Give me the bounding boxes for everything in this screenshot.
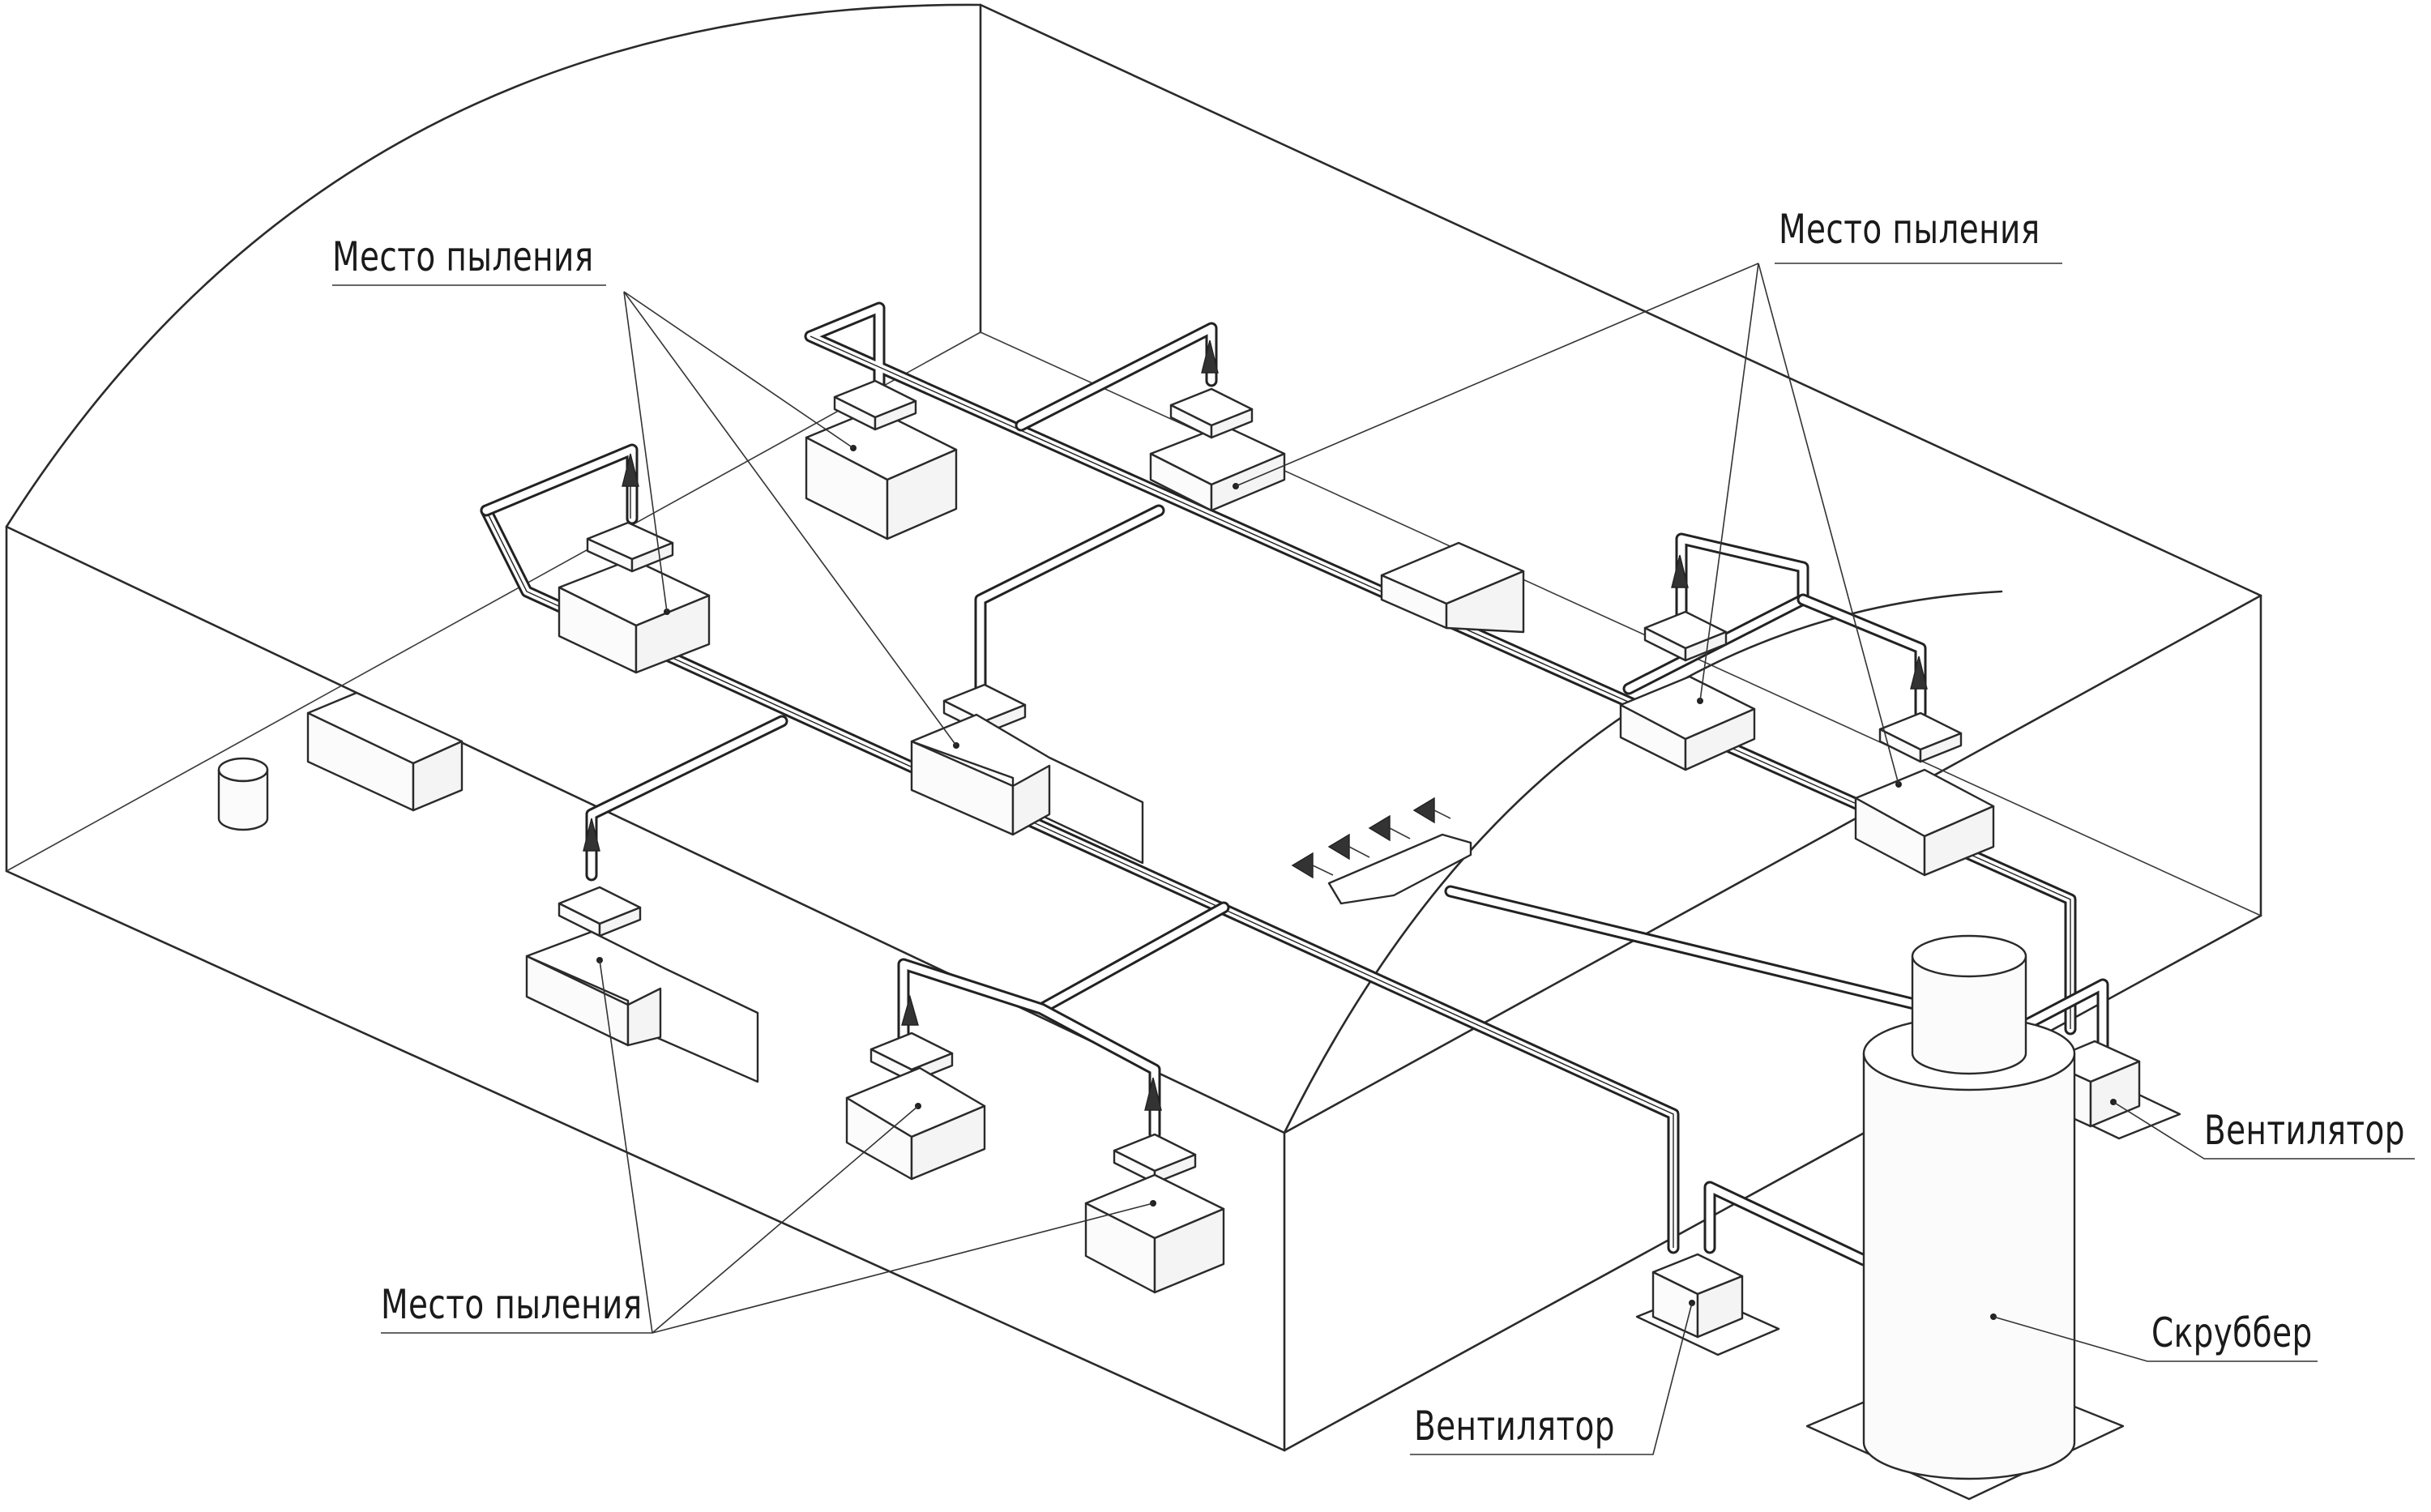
leader-fan-right bbox=[2113, 1101, 2415, 1160]
machine-right-b bbox=[1854, 768, 1995, 877]
machine-lower-right bbox=[1084, 1173, 1225, 1294]
hood-right-a bbox=[1643, 554, 1728, 662]
hood-lower-right bbox=[1113, 1077, 1197, 1185]
machine-lower-center bbox=[845, 1066, 986, 1181]
main-duct-upper bbox=[804, 301, 2077, 1036]
machine-center-middle bbox=[910, 713, 1144, 865]
duct-network bbox=[480, 301, 2109, 1266]
machine-right-a bbox=[1619, 675, 1756, 771]
leader-lines bbox=[332, 263, 2415, 1455]
roof-top-ridge bbox=[979, 3, 2262, 597]
airflow-arrow-2 bbox=[1368, 814, 1391, 842]
airflow-arrow-1 bbox=[1412, 797, 1435, 824]
scrubber-tower bbox=[1805, 934, 2125, 1501]
floor-rear-right-edge bbox=[980, 331, 2262, 916]
tank-left-wall bbox=[217, 757, 269, 831]
hood-upper-left bbox=[833, 379, 917, 431]
label-scrubber: Скруббер bbox=[2151, 1309, 2313, 1356]
roof-arc-left bbox=[5, 3, 982, 528]
machine-center-upper bbox=[1149, 424, 1286, 512]
hood-center-upper bbox=[1169, 340, 1254, 439]
label-fan-right: Вентилятор bbox=[2204, 1107, 2405, 1154]
floor-front-left-edge bbox=[5, 869, 1286, 1452]
building-outline bbox=[5, 3, 2262, 1452]
fan-front bbox=[1635, 1253, 1780, 1356]
cabinet-left-wall bbox=[306, 691, 464, 812]
cross-duct-2 bbox=[974, 504, 1165, 695]
supply-diffuser bbox=[1291, 797, 1472, 905]
hood-right-b bbox=[1878, 656, 1963, 763]
leader-scrubber bbox=[1993, 1316, 2318, 1362]
machine-upper-left bbox=[805, 408, 958, 540]
label-fan-front: Вентилятор bbox=[1414, 1403, 1615, 1450]
label-dust-place-top-right: Место пыления bbox=[1779, 206, 2040, 253]
hood-lower-left bbox=[558, 818, 642, 938]
leader-fan-front bbox=[1410, 1302, 1693, 1455]
equipment bbox=[217, 340, 2181, 1501]
right-duct-b bbox=[1797, 593, 1927, 720]
airflow-arrow-4 bbox=[1291, 852, 1314, 879]
machine-center-rear bbox=[1380, 541, 1525, 634]
machine-lower-left bbox=[525, 930, 759, 1083]
label-dust-place-top-left: Место пыления bbox=[332, 233, 594, 280]
roof-arc-right bbox=[1283, 590, 2003, 1134]
label-dust-place-bottom: Место пыления bbox=[381, 1281, 643, 1328]
machine-left bbox=[558, 557, 711, 674]
floor-rear-left-edge bbox=[6, 331, 981, 872]
floor-front-right-edge bbox=[1283, 914, 2262, 1452]
hood-lower-center bbox=[869, 994, 954, 1083]
front-right-top-edge bbox=[1283, 594, 2262, 1134]
hood-left bbox=[586, 453, 674, 573]
airflow-arrow-3 bbox=[1327, 833, 1350, 861]
